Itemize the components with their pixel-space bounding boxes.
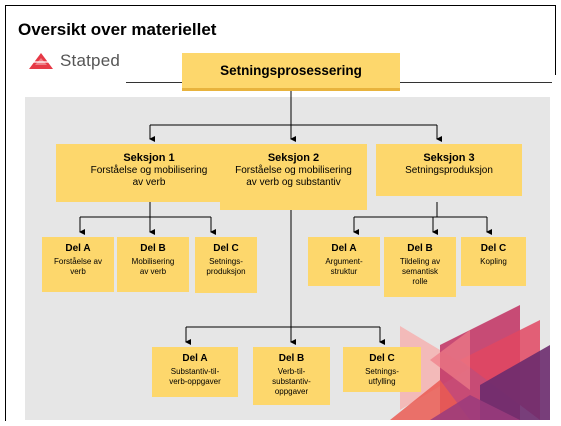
- statped-triangle-icon: [29, 53, 53, 69]
- s1-del-a-box: Del A Forståelse av verb: [42, 237, 114, 292]
- section-1-body: Forståelse og mobilisering av verb: [90, 165, 208, 188]
- section-1-box: Seksjon 1 Forståelse og mobilisering av …: [56, 144, 242, 202]
- s1-del-b-body: Mobilisering av verb: [131, 257, 175, 276]
- s1-del-c-box: Del C Setnings- produksjon: [195, 237, 257, 293]
- s2-del-c-box: Del C Setnings- utfylling: [343, 347, 421, 392]
- frame-left-border: [5, 5, 6, 421]
- s2-del-b-title: Del B: [278, 353, 305, 364]
- s1-del-c-body: Setnings- produksjon: [206, 257, 246, 276]
- s2-del-c-title: Del C: [369, 353, 395, 364]
- section-1-title: Seksjon 1: [123, 152, 175, 164]
- s3-del-b-title: Del B: [407, 243, 433, 254]
- section-2-box: Seksjon 2 Forståelse og mobilisering av …: [220, 144, 367, 210]
- s3-del-a-box: Del A Argument- struktur: [308, 237, 380, 286]
- s1-del-a-body: Forståelse av verb: [53, 257, 103, 276]
- s3-del-a-body: Argument- struktur: [325, 257, 363, 276]
- s1-del-c-title: Del C: [213, 243, 239, 254]
- s3-del-c-body: Kopling: [480, 257, 507, 266]
- logo-text: Statped: [60, 51, 121, 70]
- frame-right-border: [555, 5, 556, 75]
- s2-del-c-body: Setnings- utfylling: [365, 367, 399, 386]
- s3-del-a-title: Del A: [331, 243, 357, 254]
- s2-del-a-title: Del A: [182, 353, 208, 364]
- s2-del-b-box: Del B Verb-til- substantiv- oppgaver: [253, 347, 330, 405]
- s2-del-b-body: Verb-til- substantiv- oppgaver: [272, 367, 311, 396]
- section-3-title: Seksjon 3: [423, 152, 475, 164]
- s3-del-c-box: Del C Kopling: [461, 237, 526, 286]
- s2-del-a-box: Del A Substantiv-til- verb-oppgaver: [152, 347, 238, 397]
- section-3-body: Setningsproduksjon: [405, 165, 493, 176]
- s1-del-b-title: Del B: [140, 243, 166, 254]
- s1-del-b-box: Del B Mobilisering av verb: [117, 237, 189, 292]
- s3-del-b-box: Del B Tildeling av semantisk rolle: [384, 237, 456, 297]
- slide-title: Oversikt over materiellet: [18, 20, 217, 39]
- s3-del-c-title: Del C: [480, 243, 507, 254]
- statped-logo: Statped: [28, 50, 120, 72]
- s3-del-b-body: Tildeling av semantisk rolle: [399, 257, 441, 286]
- s1-del-a-title: Del A: [65, 243, 91, 254]
- root-box: Setningsprosessering: [182, 53, 400, 91]
- frame-top-border: [5, 5, 556, 6]
- section-3-box: Seksjon 3 Setningsproduksjon: [376, 144, 522, 196]
- section-2-title: Seksjon 2: [267, 152, 320, 164]
- section-2-body: Forståelse og mobilisering av verb og su…: [235, 165, 352, 188]
- s2-del-a-body: Substantiv-til- verb-oppgaver: [169, 367, 221, 386]
